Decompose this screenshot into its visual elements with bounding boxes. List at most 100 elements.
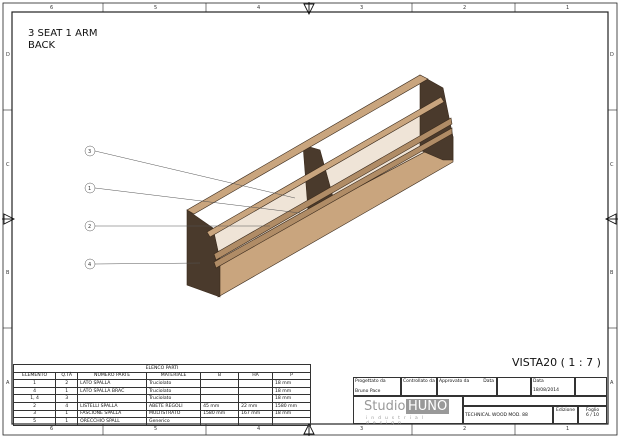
studio-logo: Studio HUNO industrial design [353, 396, 463, 426]
row-label: B [6, 270, 10, 276]
column-label: 4 [257, 5, 261, 11]
table-cell: HA [238, 371, 273, 381]
callout-label: 4 [88, 262, 92, 268]
drawing-name-cell: TECHNICAL WOOD MOD. 88 [463, 406, 553, 424]
table-cell: NUMERO PARTE [77, 371, 148, 381]
table-cell [271, 417, 312, 426]
table-cell [200, 417, 240, 426]
table-cell: 1580 mm [271, 401, 312, 411]
date-cell: Data 18/08/2014 [531, 377, 575, 396]
table-cell: 45 mm [200, 401, 240, 411]
logo-text: Studio [364, 399, 406, 414]
table-cell: ELEMENTO [12, 371, 57, 381]
row-label: C [610, 162, 614, 168]
column-label: 1 [566, 426, 570, 432]
callouts [84, 145, 301, 270]
empty-cell [463, 396, 607, 406]
column-label: 5 [154, 426, 158, 432]
column-label: 6 [50, 5, 54, 11]
sofa-back-model [186, 74, 454, 298]
table-cell: 1 [55, 409, 79, 419]
table-cell: 4 [12, 386, 57, 396]
table-cell: 18 mm [271, 409, 312, 419]
drawing-title: 3 SEAT 1 ARM BACK [28, 28, 98, 52]
row-label: A [610, 380, 614, 386]
table-cell: 4 [55, 401, 79, 411]
approved-by-cell: Approvato da Data [437, 377, 497, 396]
table-cell: 22 mm [238, 401, 273, 411]
edition-cell: Edizione [553, 406, 578, 424]
table-cell: 3 [12, 409, 57, 419]
column-label: 4 [257, 426, 261, 432]
callout-label: 2 [88, 224, 92, 230]
column-label: 3 [360, 426, 364, 432]
table-cell: ORECCHIO SPALL [77, 417, 148, 426]
logo-text: HUNO [406, 399, 450, 414]
table-cell: B [200, 371, 240, 381]
value: Bruno Pace [355, 389, 381, 394]
table-cell: P [271, 371, 312, 381]
label: Data [483, 379, 494, 384]
table-cell [238, 379, 273, 388]
column-label: 3 [360, 5, 364, 11]
table-cell [77, 394, 148, 403]
empty-cell [575, 377, 607, 396]
table-cell: LISTELLI SPALLA [77, 401, 148, 411]
table-cell [200, 386, 240, 396]
label: Data [533, 379, 544, 384]
row-label: D [610, 52, 614, 58]
value: 6 / 10 [586, 413, 599, 418]
column-label: 6 [50, 426, 54, 432]
table-cell: 3 [55, 394, 79, 403]
table-cell: MATERIALE [146, 371, 202, 381]
table-cell: MULTISTRATO [146, 409, 202, 419]
title-line: 3 SEAT 1 ARM [28, 28, 98, 39]
row-label: C [6, 162, 10, 168]
row-label: D [6, 52, 10, 58]
callout-label: 3 [88, 149, 92, 155]
parts-list-title: ELENCO PARTI [13, 364, 311, 373]
label: Approvato da [439, 379, 470, 384]
table-cell: ABETE REGOLI [146, 401, 202, 411]
label: Foglio [585, 408, 600, 413]
value: 18/08/2014 [533, 388, 559, 393]
title-line: BACK [28, 40, 56, 51]
table-cell [238, 394, 273, 403]
empty-cell [497, 377, 531, 396]
table-cell [200, 394, 240, 403]
table-cell: Q.TÀ [55, 371, 79, 381]
designed-by-cell: Progettato da Bruno Pace [353, 377, 401, 396]
table-cell: 1, 4 [12, 394, 57, 403]
table-cell: Truciolato [146, 386, 202, 396]
table-cell [238, 386, 273, 396]
table-cell: 1 [55, 386, 79, 396]
column-label: 5 [154, 5, 158, 11]
logo-subtext: industrial design [366, 416, 428, 426]
checked-by-cell: Controllato da [401, 377, 437, 396]
column-label: 2 [463, 5, 467, 11]
table-cell: 1 [12, 379, 57, 388]
callout-label: 1 [88, 186, 92, 192]
table-cell: 5 [12, 417, 57, 426]
table-cell: 2 [12, 401, 57, 411]
view-label: VISTA20 ( 1 : 7 ) [512, 356, 601, 369]
label: Progettato da [355, 379, 386, 384]
table-cell [238, 417, 273, 426]
row-label: A [6, 380, 10, 386]
table-cell: 18 mm [271, 379, 312, 388]
table-cell: Truciolato [146, 394, 202, 403]
table-cell: 1 [55, 417, 79, 426]
row-label: B [610, 270, 614, 276]
column-label: 2 [463, 426, 467, 432]
table-cell: LATO SPALLA BRAC [77, 386, 148, 396]
